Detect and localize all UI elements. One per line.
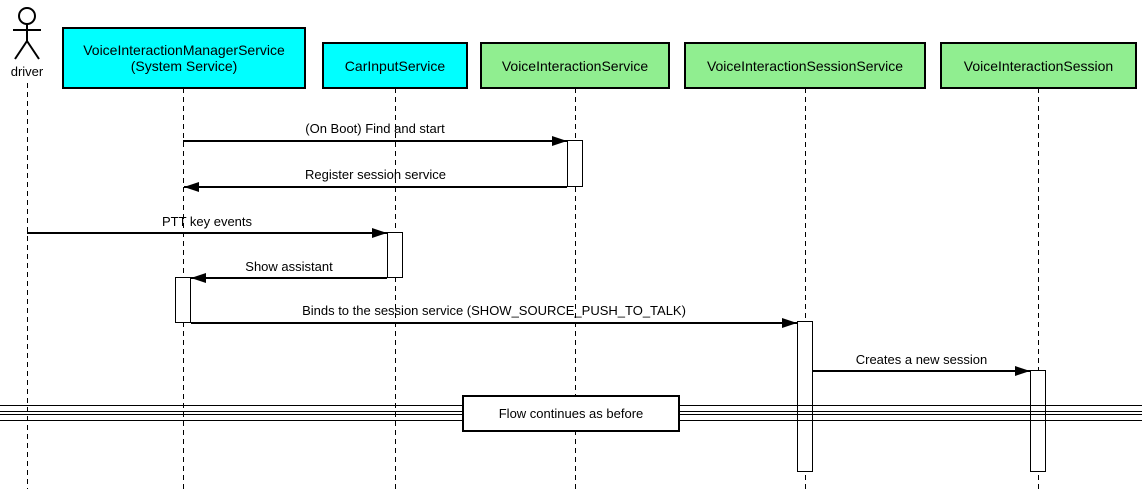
participant-voice-interaction-session-service: VoiceInteractionSessionService <box>684 42 926 89</box>
message-6-label: Creates a new session <box>855 352 988 367</box>
person-icon <box>13 7 41 60</box>
message-2-line <box>184 186 567 188</box>
lifeline-driver <box>27 83 28 489</box>
message-3-arrowhead <box>372 228 387 238</box>
message-2-label: Register session service <box>305 167 446 182</box>
lifeline-voice-interaction-session <box>1038 88 1039 489</box>
message-1-label: (On Boot) Find and start <box>305 121 445 136</box>
message-4-label: Show assistant <box>245 259 333 274</box>
activation-voice-interaction-session <box>1030 370 1046 472</box>
activation-voice-interaction-manager-service <box>175 277 191 323</box>
participant-voice-interaction-service: VoiceInteractionService <box>480 42 670 89</box>
activation-car-input-service <box>387 232 403 278</box>
actor-driver-label: driver <box>10 64 44 79</box>
lifeline-car-input-service <box>395 88 396 489</box>
lifeline-voice-interaction-service <box>575 88 576 489</box>
message-5-arrowhead <box>782 318 797 328</box>
message-5-label: Binds to the session service (SHOW_SOURC… <box>302 303 686 318</box>
message-5-line <box>191 322 797 324</box>
message-6-arrowhead <box>1015 366 1030 376</box>
message-6-line <box>813 370 1030 372</box>
message-1-arrowhead <box>552 136 567 146</box>
participant-voice-interaction-session: VoiceInteractionSession <box>940 42 1137 89</box>
message-3-label: PTT key events <box>161 214 253 229</box>
lifeline-voice-interaction-session-service <box>805 88 806 489</box>
participant-voice-interaction-manager-service: VoiceInteractionManagerService (System S… <box>62 27 306 89</box>
activation-voice-interaction-session-service <box>797 321 813 472</box>
divider-label-box: Flow continues as before <box>462 395 680 432</box>
message-4-line <box>191 277 387 279</box>
message-1-line <box>183 140 567 142</box>
message-4-arrowhead <box>191 273 206 283</box>
message-3-line <box>27 232 387 234</box>
message-2-arrowhead <box>184 182 199 192</box>
participant-car-input-service: CarInputService <box>322 42 468 89</box>
activation-voice-interaction-service <box>567 140 583 187</box>
